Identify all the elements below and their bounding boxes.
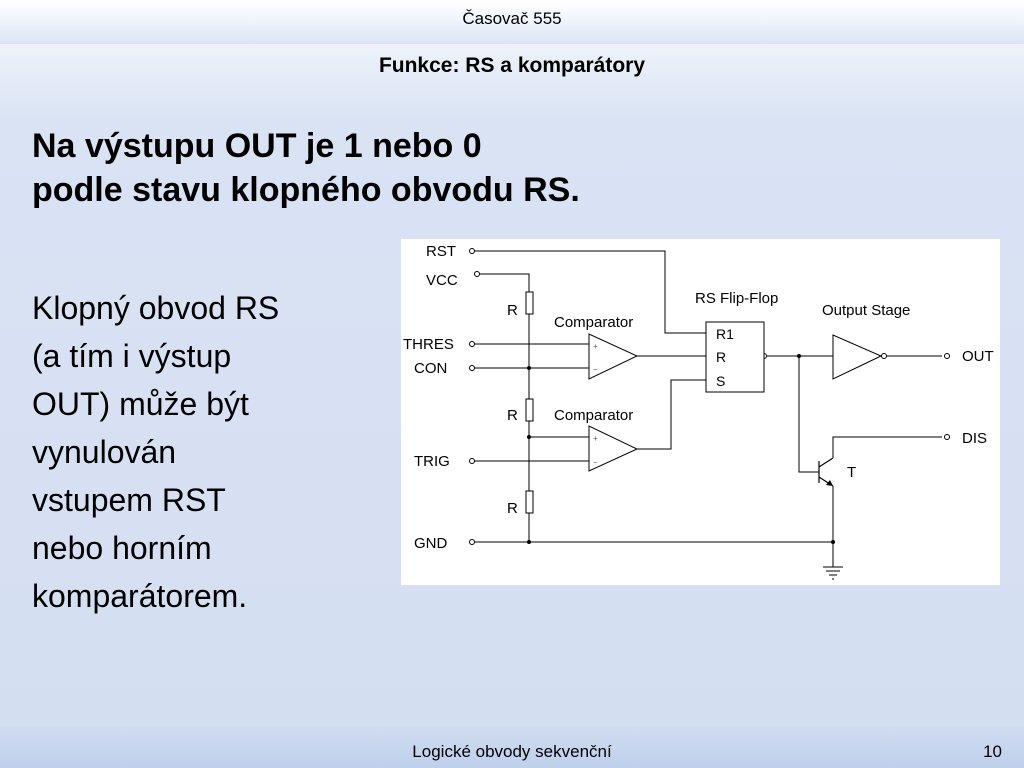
slide-footer: Logické obvody sekvenční xyxy=(412,742,612,761)
output-stage-buffer xyxy=(832,334,883,380)
header-band xyxy=(0,0,1024,44)
output-stage-bubble xyxy=(881,353,887,359)
comp1-plus-sign: + xyxy=(593,342,598,351)
label-resistor-3: R xyxy=(507,500,518,517)
body-line-6: nebo horním xyxy=(32,530,212,566)
pin-dis-terminal xyxy=(944,434,950,440)
rs-flipflop-box xyxy=(705,321,765,393)
body-line-3: OUT) může být xyxy=(32,386,249,422)
label-con: CON xyxy=(414,360,447,377)
label-ff-r: R xyxy=(716,349,726,365)
junction-ff-out xyxy=(797,354,801,358)
timer-555-diagram: + − + − RST VCC THRES CON TRIG GND OUT D… xyxy=(401,239,1000,585)
pin-rst-terminal xyxy=(469,248,475,254)
label-rst: RST xyxy=(426,243,456,260)
label-resistor-1: R xyxy=(507,302,518,319)
comparator-lower xyxy=(588,425,639,472)
body-line-4: vynulován xyxy=(32,434,177,470)
pin-gnd-terminal xyxy=(469,539,475,545)
junction-gnd xyxy=(527,540,531,544)
label-output-stage: Output Stage xyxy=(822,302,910,319)
label-transistor: T xyxy=(847,464,856,481)
pin-vcc-terminal xyxy=(474,271,480,277)
transistor-emitter-arrow xyxy=(826,480,833,486)
heading-line-1: Na výstupu OUT je 1 nebo 0 xyxy=(32,127,482,165)
resistor-1 xyxy=(525,291,534,315)
junction-con xyxy=(527,366,531,370)
pin-thres-terminal xyxy=(469,341,475,347)
body-text: Klopný obvod RS (a tím i výstup OUT) můž… xyxy=(32,284,392,620)
rst-wire xyxy=(474,250,706,334)
ground-symbol xyxy=(823,566,843,580)
junction-divider xyxy=(527,435,531,439)
body-line-7: komparátorem. xyxy=(32,578,248,614)
body-line-1: Klopný obvod RS xyxy=(32,290,280,326)
label-thres: THRES xyxy=(403,336,454,353)
label-resistor-2: R xyxy=(507,407,518,424)
pin-out-terminal xyxy=(944,353,950,359)
body-line-5: vstupem RST xyxy=(32,482,226,518)
label-dis: DIS xyxy=(962,430,987,447)
label-trig: TRIG xyxy=(414,453,450,470)
transistor-collector xyxy=(818,457,834,468)
body-line-2: (a tím i výstup xyxy=(32,338,232,374)
slide-heading: Na výstupu OUT je 1 nebo 0 podle stavu k… xyxy=(32,124,752,212)
junction-emitter xyxy=(831,540,835,544)
transistor-base-wire xyxy=(798,356,819,473)
resistor-2 xyxy=(525,398,534,422)
comp2-out-wire xyxy=(637,379,706,450)
page-number: 10 xyxy=(983,742,1002,761)
circuit-schematic: + − + − RST VCC THRES CON TRIG GND OUT D… xyxy=(403,243,994,580)
label-out: OUT xyxy=(962,348,994,365)
resistor-3 xyxy=(525,490,534,514)
comp2-plus-sign: + xyxy=(593,434,598,443)
comp2-minus-sign: − xyxy=(593,458,598,467)
label-comparator-upper: Comparator xyxy=(554,314,633,331)
pin-trig-terminal xyxy=(469,458,475,464)
label-gnd: GND xyxy=(414,535,448,552)
comp1-minus-sign: − xyxy=(593,365,598,374)
dis-wire xyxy=(832,436,942,458)
slide-subtitle: Funkce: RS a komparátory xyxy=(378,54,646,77)
label-vcc: VCC xyxy=(426,272,458,289)
label-rs-flipflop: RS Flip-Flop xyxy=(695,290,778,307)
vcc-wire xyxy=(479,273,530,292)
label-comparator-lower: Comparator xyxy=(554,407,633,424)
label-ff-s: S xyxy=(716,373,725,389)
heading-line-2: podle stavu klopného obvodu RS. xyxy=(32,171,580,209)
label-ff-r1: R1 xyxy=(716,326,734,342)
pin-con-terminal xyxy=(469,365,475,371)
comparator-upper xyxy=(588,333,639,380)
footer-band xyxy=(0,726,1024,768)
slide-header: Časovač 555 xyxy=(462,9,562,28)
